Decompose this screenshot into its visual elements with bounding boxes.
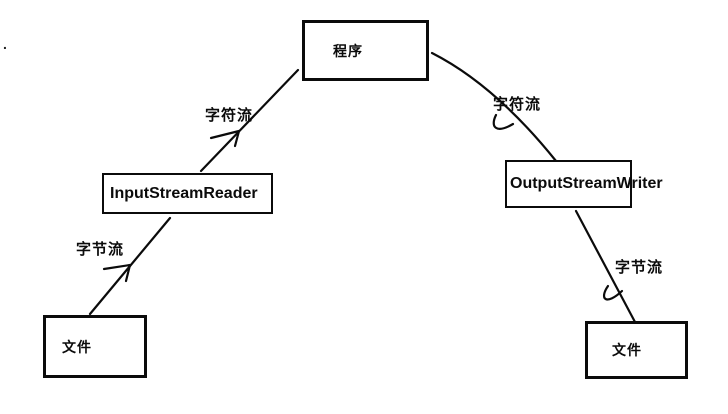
node-output-stream-writer-label: OutputStreamWriter (510, 175, 663, 192)
node-file-source: 文件 (43, 315, 147, 378)
node-program-label: 程序 (333, 42, 363, 59)
edge-label-char-stream-right: 字符流 (493, 96, 542, 113)
edge-byte-stream-right-arrowhead-icon (603, 284, 624, 301)
stray-dot-mark: . (3, 36, 7, 52)
node-input-stream-reader: InputStreamReader (102, 173, 273, 214)
edge-label-byte-stream-right: 字节流 (615, 259, 664, 276)
node-input-stream-reader-label: InputStreamReader (110, 184, 258, 202)
edge-byte-stream-left (88, 216, 172, 316)
edge-label-byte-stream-left: 字节流 (76, 241, 125, 258)
edge-byte-stream-left-arrowhead-icon (102, 263, 132, 283)
edge-char-stream-left-arrowhead-icon (209, 129, 241, 148)
node-output-stream-writer: OutputStreamWriter (505, 160, 663, 208)
node-file-source-label: 文件 (62, 338, 92, 355)
edge-byte-stream-left-line (88, 216, 172, 316)
node-file-destination-label: 文件 (612, 342, 642, 358)
node-file-destination: 文件 (585, 321, 688, 379)
edge-char-stream-right-arrowhead-icon (492, 113, 515, 130)
edge-label-char-stream-left: 字符流 (205, 107, 254, 124)
node-program: 程序 (302, 20, 429, 81)
